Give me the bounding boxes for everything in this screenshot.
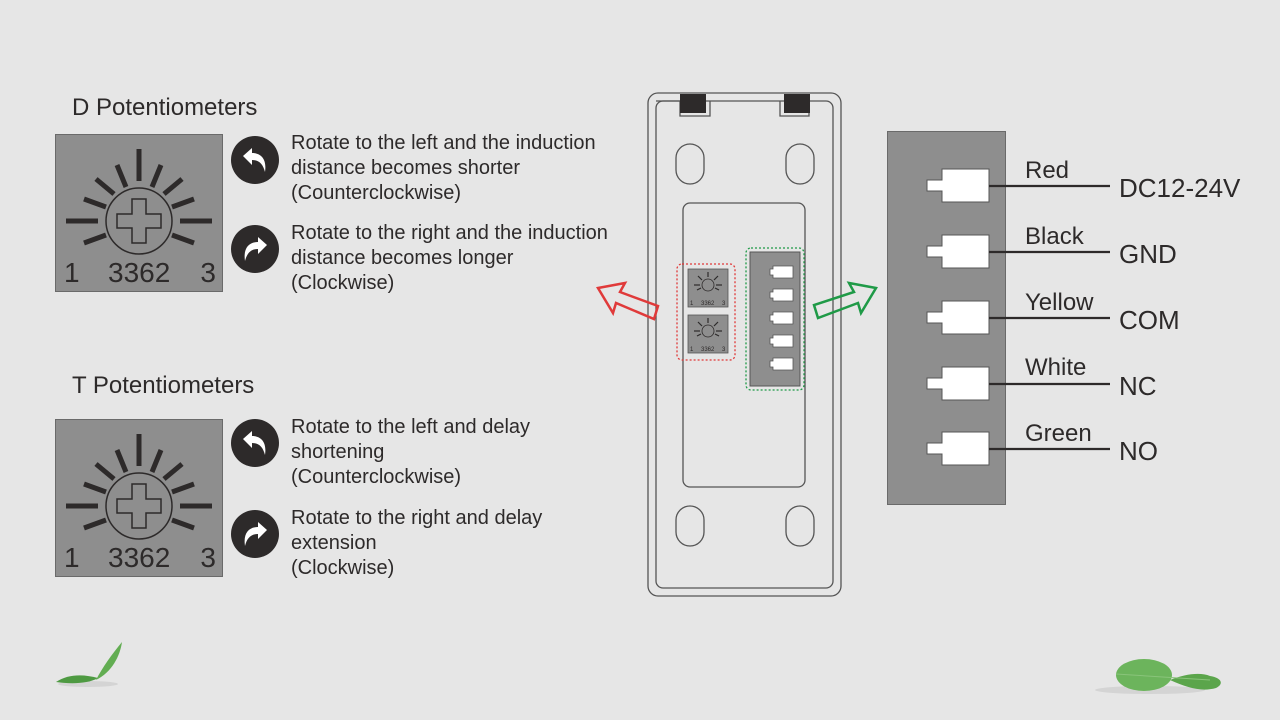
svg-text:1: 1: [690, 347, 694, 353]
description-line: (Clockwise): [291, 557, 395, 579]
terminal-pin: [926, 300, 990, 335]
description-line: distance becomes shorter: [291, 157, 521, 179]
mounting-hole: [785, 505, 815, 547]
terminal-pin: [926, 431, 990, 466]
pot-pin-3: 3: [200, 542, 216, 573]
d-potentiometers-title: D Potentiometers: [72, 94, 258, 121]
wire-function-label: NC: [1119, 371, 1157, 401]
potentiometer-dial-icon: [66, 434, 212, 540]
leaf-decoration-icon: [56, 642, 122, 687]
wire-function-label: DC12-24V: [1119, 173, 1241, 203]
rotate-right-icon: [231, 510, 279, 558]
description-line: (Clockwise): [291, 272, 395, 294]
wire-function-label: GND: [1119, 239, 1177, 269]
description-line: shortening: [291, 441, 385, 463]
circuit-board-outline: [682, 202, 806, 488]
terminal-connectors: [926, 168, 1110, 466]
device-housing-diagram: 1 3362 3 1 3362 3: [596, 92, 878, 597]
mini-potentiometer-t: 1 3362 3: [687, 314, 729, 354]
terminal-highlight: [745, 247, 805, 391]
svg-text:3362: 3362: [701, 347, 715, 353]
description-line: extension: [291, 532, 377, 554]
wire-function-label: NO: [1119, 436, 1158, 466]
wire-color-label: Black: [1025, 223, 1084, 250]
wire-color-label: Red: [1025, 157, 1070, 184]
t-potentiometer-diagram: 1 3362 3: [55, 419, 223, 577]
arrow-to-potentiometers: [596, 281, 660, 321]
terminal-pin: [926, 168, 990, 203]
description-line: (Counterclockwise): [291, 182, 462, 204]
pot-model: 3362: [108, 542, 171, 573]
wire-color-label: Yellow: [1025, 289, 1094, 316]
arrow-to-terminals: [812, 281, 878, 320]
d-rotate-left-description: Rotate to the left and the induction dis…: [291, 131, 596, 206]
pot-pin-3: 3: [200, 257, 216, 288]
housing-outer-outline: [647, 92, 842, 597]
mounting-hole: [675, 143, 705, 185]
pot-pin-1: 1: [64, 257, 80, 288]
description-line: distance becomes longer: [291, 247, 514, 269]
top-clip-right: [784, 94, 810, 113]
top-clip-left: [680, 94, 706, 113]
mini-potentiometer-d: 1 3362 3: [687, 268, 729, 308]
leaf-decoration-icon: [1095, 659, 1221, 694]
rotate-right-icon: [231, 225, 279, 273]
svg-text:3: 3: [722, 347, 726, 353]
pot-pin-1: 1: [64, 542, 80, 573]
svg-text:3362: 3362: [701, 301, 715, 307]
potentiometer-dial-icon: [66, 149, 212, 255]
description-line: Rotate to the right and delay: [291, 507, 543, 529]
terminal-pin: [926, 234, 990, 269]
svg-text:3: 3: [722, 301, 726, 307]
d-rotate-right-description: Rotate to the right and the induction di…: [291, 221, 608, 296]
rotate-left-icon: [231, 136, 279, 184]
t-potentiometers-title: T Potentiometers: [72, 372, 255, 399]
terminal-pin: [926, 366, 990, 401]
potentiometer-highlight: [676, 263, 736, 361]
t-rotate-left-description: Rotate to the left and delay shortening …: [291, 415, 530, 490]
housing-inner-outline: [655, 100, 834, 589]
description-line: Rotate to the right and the induction: [291, 222, 608, 244]
rotate-left-icon: [231, 419, 279, 467]
description-line: Rotate to the left and delay: [291, 416, 531, 438]
description-line: (Counterclockwise): [291, 466, 462, 488]
description-line: Rotate to the left and the induction: [291, 132, 596, 154]
pot-model: 3362: [108, 257, 171, 288]
svg-text:1: 1: [690, 301, 694, 307]
mounting-hole: [785, 143, 815, 185]
wire-color-label: Green: [1025, 420, 1092, 447]
wire-color-label: White: [1025, 354, 1087, 381]
wire-function-label: COM: [1119, 305, 1180, 335]
mounting-hole: [675, 505, 705, 547]
d-potentiometer-diagram: 1 3362 3: [55, 134, 223, 292]
t-rotate-right-description: Rotate to the right and delay extension …: [291, 506, 542, 581]
